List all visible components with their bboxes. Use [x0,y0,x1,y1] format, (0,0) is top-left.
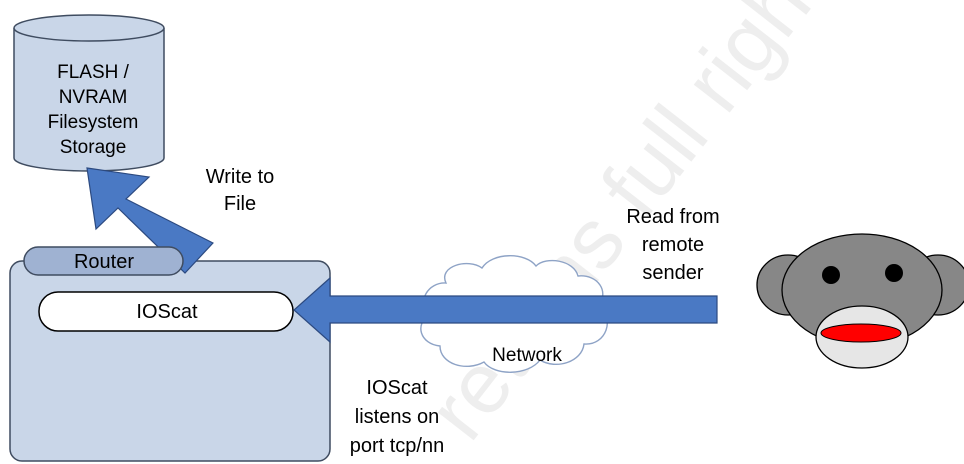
monkey-mouth [820,323,902,343]
router-tab-shape [23,246,184,276]
cylinder-top [13,14,165,42]
router-box: IOScat [9,260,331,462]
storage-label-line1: FLASH / [57,62,130,83]
listen-label-line3: port tcp/nn [350,435,445,457]
listen-label-line1: IOScat [366,377,428,399]
ioscat-label: IOScat [136,301,198,323]
router-body [9,260,331,462]
read-label-line2: remote [642,234,704,256]
storage-label-line2: NVRAM [59,87,128,108]
write-label-line2: File [224,193,256,215]
sock-monkey-icon [756,233,964,369]
network-label: Network [492,345,562,366]
read-label-line1: Read from [626,206,719,228]
storage-label-line4: Storage [60,137,127,158]
storage-label-line3: Filesystem [48,112,139,133]
flash-storage-cylinder: FLASH / NVRAM Filesystem Storage [13,14,165,172]
read-label-line3: sender [642,262,703,284]
router-label: Router [74,251,134,273]
listen-label-line2: listens on [355,406,440,428]
router-tab: Router [23,246,184,276]
read-arrow [293,276,718,344]
ioscat-box [38,291,294,332]
monkey-right-eye [885,264,903,282]
watermark: retains full rights [409,0,870,457]
watermark-text: retains full rights [409,0,870,457]
write-label-line1: Write to [206,166,275,188]
monkey-left-eye [822,266,840,284]
